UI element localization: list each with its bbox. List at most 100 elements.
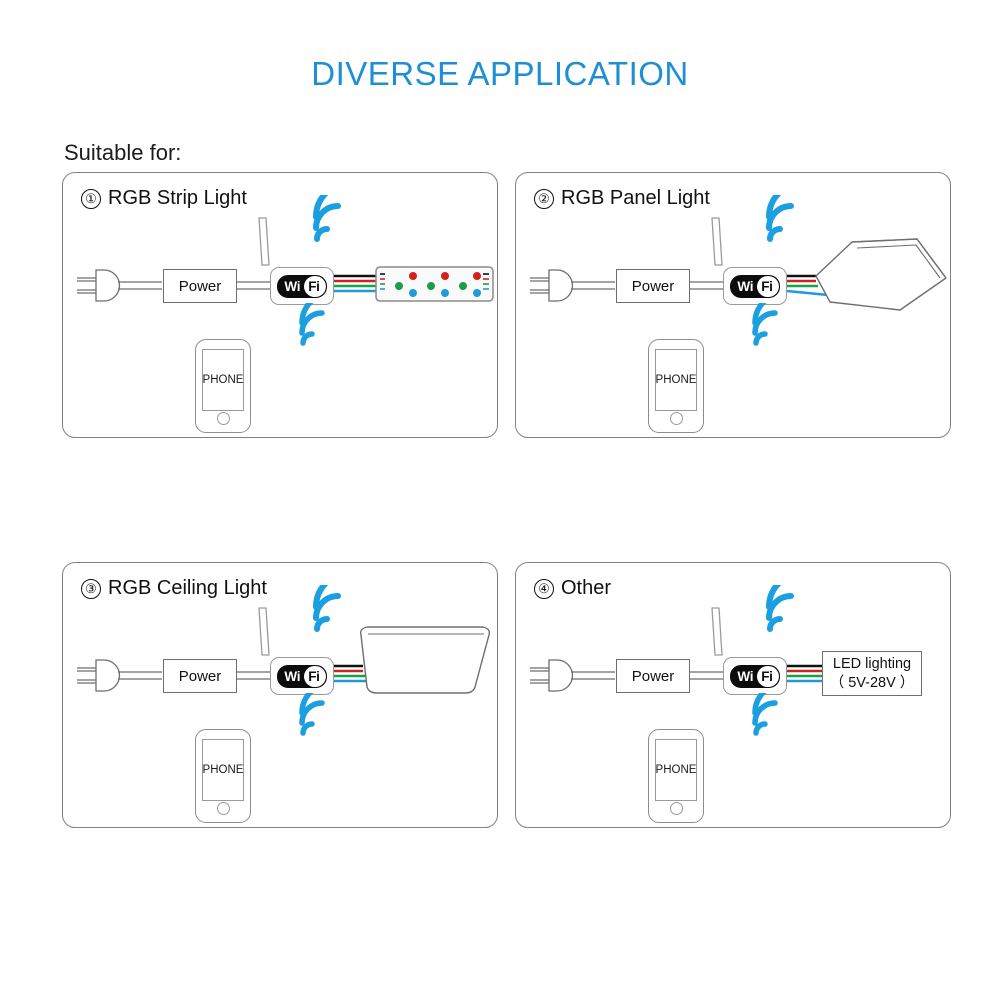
power-label: Power <box>631 667 675 685</box>
phone-device: PHONE <box>648 729 704 823</box>
wifi-signal-icon-module <box>313 585 341 632</box>
panel-3-heading: ③ RGB Ceiling Light <box>81 577 267 600</box>
panel-2-diagram: Wi Fi Power PHONE <box>516 173 950 437</box>
panel-3-title: RGB Ceiling Light <box>108 577 267 599</box>
wifi-logo-fi: Fi <box>304 665 326 687</box>
cable-plug-to-power <box>571 671 615 680</box>
wifi-signal-icon-module <box>766 585 794 632</box>
panel-1-wiring <box>77 217 494 302</box>
rgb-wires <box>334 274 376 293</box>
wifi-logo-wi: Wi <box>731 665 758 687</box>
panel-rgb-strip-light: ① RGB Strip Light <box>62 172 498 438</box>
power-label: Power <box>631 277 675 295</box>
panel-2-number: ② <box>534 188 554 209</box>
phone-device: PHONE <box>195 729 251 823</box>
wifi-controller-module: Wi Fi <box>270 657 334 695</box>
panel-2-heading: ② RGB Panel Light <box>534 187 710 210</box>
phone-label: PHONE <box>202 764 244 776</box>
antenna-icon <box>258 217 270 266</box>
panel-3-wiring <box>77 607 491 694</box>
wifi-signal-icon-module <box>313 195 341 242</box>
phone-home-button <box>217 802 230 815</box>
panel-4-heading: ④ Other <box>534 577 611 600</box>
panel-4-diagram: Wi Fi Power LED lighting （ 5V-28V ） <box>516 563 950 827</box>
panel-1-diagram: Wi Fi Power PHONE <box>63 173 497 437</box>
led-voltage-label: （ 5V-28V ） <box>829 674 915 691</box>
panel-3-diagram: Wi Fi Power PHONE <box>63 563 497 827</box>
cable-power-to-wifi <box>237 671 270 680</box>
panel-4-wiring <box>530 607 822 692</box>
plug-icon <box>77 269 121 302</box>
panel-1-heading: ① RGB Strip Light <box>81 187 247 210</box>
rgb-wires <box>786 274 829 297</box>
led-lighting-box: LED lighting （ 5V-28V ） <box>822 651 922 696</box>
rgb-panel-light <box>815 238 947 311</box>
phone-screen: PHONE <box>202 739 244 801</box>
phone-screen: PHONE <box>655 349 697 411</box>
wifi-controller-module: Wi Fi <box>270 267 334 305</box>
power-supply-box: Power <box>163 659 237 693</box>
wifi-signal-icon-phone <box>299 693 325 736</box>
rgb-wires <box>334 664 368 683</box>
wifi-logo-wi: Wi <box>278 275 305 297</box>
plug-icon <box>77 659 121 692</box>
panel-4-number: ④ <box>534 578 554 599</box>
phone-home-button <box>670 412 683 425</box>
panel-rgb-panel-light: ② RGB Panel Light <box>515 172 951 438</box>
rgb-wires <box>787 664 822 683</box>
cable-plug-to-power <box>118 671 162 680</box>
rgb-ceiling-light <box>359 626 491 694</box>
antenna-icon <box>711 217 723 266</box>
panel-2-title: RGB Panel Light <box>561 187 710 209</box>
cable-power-to-wifi <box>690 281 723 290</box>
panel-rgb-ceiling-light: ③ RGB Ceiling Light <box>62 562 498 828</box>
suitable-for-label: Suitable for: <box>64 140 182 165</box>
page-title: DIVERSE APPLICATION <box>311 55 689 92</box>
wifi-logo: Wi Fi <box>277 274 327 298</box>
power-supply-box: Power <box>163 269 237 303</box>
cable-plug-to-power <box>571 281 615 290</box>
wifi-logo-fi: Fi <box>757 275 779 297</box>
panel-3-number: ③ <box>81 578 101 599</box>
plug-icon <box>530 659 574 692</box>
phone-device: PHONE <box>648 339 704 433</box>
wifi-signal-icon-phone <box>299 303 325 346</box>
wifi-logo-fi: Fi <box>304 275 326 297</box>
power-supply-box: Power <box>616 659 690 693</box>
plug-icon <box>530 269 574 302</box>
phone-label: PHONE <box>655 764 697 776</box>
panel-1-number: ① <box>81 188 101 209</box>
wifi-logo-wi: Wi <box>278 665 305 687</box>
phone-label: PHONE <box>202 374 244 386</box>
wifi-controller-module: Wi Fi <box>723 267 787 305</box>
panel-1-title: RGB Strip Light <box>108 187 247 209</box>
panel-other: ④ Other <box>515 562 951 828</box>
phone-home-button <box>217 412 230 425</box>
wifi-signal-icon-phone <box>752 303 778 346</box>
antenna-icon <box>258 607 270 656</box>
wifi-logo-wi: Wi <box>731 275 758 297</box>
phone-screen: PHONE <box>202 349 244 411</box>
antenna-icon <box>711 607 723 656</box>
phone-home-button <box>670 802 683 815</box>
phone-label: PHONE <box>655 374 697 386</box>
wifi-logo-fi: Fi <box>757 665 779 687</box>
phone-screen: PHONE <box>655 739 697 801</box>
cable-power-to-wifi <box>690 671 723 680</box>
cable-power-to-wifi <box>237 281 270 290</box>
panel-4-title: Other <box>561 577 612 599</box>
wifi-controller-module: Wi Fi <box>723 657 787 695</box>
power-label: Power <box>178 667 222 685</box>
wifi-signal-icon-module <box>766 195 794 242</box>
phone-device: PHONE <box>195 339 251 433</box>
power-supply-box: Power <box>616 269 690 303</box>
wifi-signal-icon-phone <box>752 693 778 736</box>
led-strip <box>375 266 494 302</box>
wifi-logo: Wi Fi <box>277 664 327 688</box>
panel-2-wiring <box>530 217 947 311</box>
wifi-logo: Wi Fi <box>730 274 780 298</box>
led-lighting-label: LED lighting <box>832 656 912 673</box>
power-label: Power <box>178 277 222 295</box>
cable-plug-to-power <box>118 281 162 290</box>
wifi-logo: Wi Fi <box>730 664 780 688</box>
